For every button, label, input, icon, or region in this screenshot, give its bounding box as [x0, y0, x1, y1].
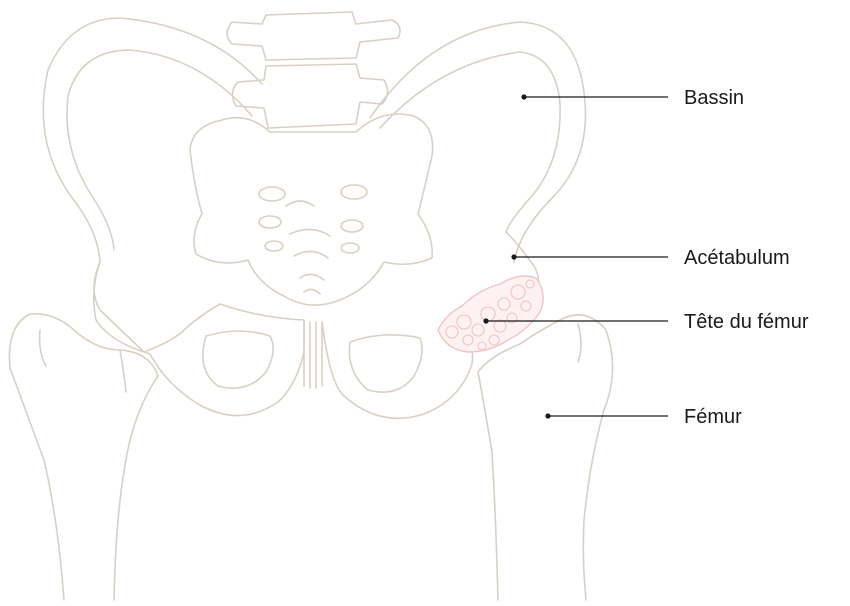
left-femur-neck [40, 330, 126, 392]
leader-dot-bassin [521, 94, 526, 99]
label-bassin: Bassin [684, 86, 744, 110]
sacral-foramen-3r [341, 243, 359, 253]
leader-lines [483, 94, 668, 418]
pubic-symphysis [304, 322, 322, 388]
right-femur [478, 315, 613, 600]
sacral-foramen-2r [341, 220, 363, 232]
label-tete-du-femur: Tête du fémur [684, 310, 809, 334]
left-ilium-inner [67, 50, 252, 250]
right-ilium-inner [380, 52, 560, 232]
sacral-midline [286, 201, 330, 294]
femoral-head-lesion [438, 276, 543, 352]
leader-dot-femur [545, 413, 550, 418]
sacral-foramen-1l [259, 187, 285, 201]
right-femur-trochanter [578, 324, 581, 362]
leader-dot-acetabulum [511, 254, 516, 259]
sacral-foramen-1r [341, 185, 367, 199]
sacral-foramen-2l [259, 216, 281, 228]
left-ilium [43, 18, 262, 352]
lumbar-vertebra-upper [227, 12, 400, 60]
left-femur [9, 314, 158, 600]
left-obturator [203, 331, 273, 388]
lumbar-vertebra-lower [232, 64, 387, 128]
sacrum [190, 114, 433, 305]
right-ilium [370, 22, 586, 262]
left-pubis [94, 262, 304, 416]
right-obturator [349, 335, 422, 392]
label-acetabulum: Acétabulum [684, 246, 790, 270]
label-femur: Fémur [684, 405, 742, 429]
leader-dot-tete-du-femur [483, 318, 488, 323]
sacral-foramen-3l [265, 241, 283, 251]
